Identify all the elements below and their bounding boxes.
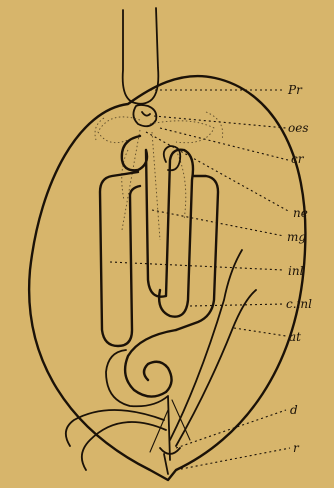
label-pr: Pr — [287, 83, 303, 97]
leader-cinl — [190, 304, 284, 306]
label-ne: ne — [293, 206, 308, 220]
colon — [106, 350, 170, 460]
coiled-intestine — [125, 330, 176, 397]
label-d: d — [290, 403, 298, 417]
intestine — [100, 172, 140, 346]
crop-outline — [95, 112, 223, 143]
leader-inl — [110, 262, 284, 270]
intestine-right-loop — [176, 176, 218, 330]
leader-at — [234, 328, 286, 336]
oesophagus — [133, 105, 156, 126]
leader-r — [176, 448, 290, 470]
tubule-right — [170, 250, 256, 446]
label-at: at — [289, 330, 301, 344]
label-inl: inl — [288, 264, 304, 278]
leader-cr — [160, 128, 288, 160]
label-cinl: c.inl — [286, 297, 312, 311]
label-r: r — [293, 441, 300, 455]
label-oes: oes — [288, 121, 308, 135]
label-cr: cr — [291, 152, 305, 166]
label-mg: mg — [287, 230, 306, 244]
leader-oes — [154, 116, 286, 128]
